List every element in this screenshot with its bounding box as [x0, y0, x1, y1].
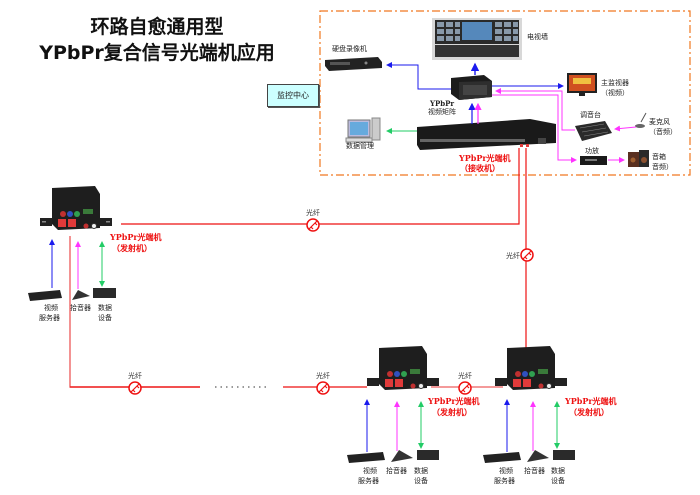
- pickup-icon: [72, 290, 90, 300]
- data-management-label: 数据管理: [346, 142, 374, 150]
- tx-middle-data-device-label-1: 数据: [414, 467, 428, 475]
- amplifier-label: 功放: [585, 147, 599, 155]
- tx-right-video-server-label-2: 服务器: [494, 477, 515, 485]
- speaker-icon: [628, 150, 649, 167]
- tx-right-data-device-label-2: 设备: [551, 477, 565, 485]
- tx-middle-video-server-label-1: 视频: [363, 467, 377, 475]
- speaker-label-line2: 音频）: [652, 163, 673, 171]
- tx-right-label-line2: （发射机）: [569, 407, 609, 417]
- fiber-ring: [69, 148, 527, 388]
- transmitter-unit-right: [483, 346, 575, 463]
- fiber-connector-icon: [306, 218, 320, 232]
- computer-icon: [345, 117, 381, 143]
- tx-left-data-device-label-2: 设备: [98, 314, 112, 322]
- mixer-label: 调音台: [580, 111, 601, 119]
- fiber-connector-icon: [520, 248, 534, 262]
- amplifier-icon: [580, 156, 607, 165]
- tx-right-pickup-label: 拾音器: [524, 467, 545, 475]
- data-device-icon: [93, 288, 116, 298]
- pickup-icon: [527, 450, 549, 462]
- video-server-icon: [483, 452, 521, 463]
- control-center-label: 监控中心: [267, 84, 319, 107]
- matrix-label-line1: YPbPr: [430, 99, 455, 108]
- fiber-label: 光纤: [128, 372, 142, 380]
- tx-middle-label-line2: （发射机）: [432, 407, 472, 417]
- tx-middle-data-device-label-2: 设备: [414, 477, 428, 485]
- tx-middle-pickup-label: 拾音器: [386, 467, 407, 475]
- fiber-connector-icon: [128, 381, 142, 395]
- signal-lines-control: [386, 62, 637, 163]
- fiber-connector-icon: [316, 381, 330, 395]
- receiver-rack-icon: [417, 119, 556, 150]
- diagram-title-line2: YPbPr复合信号光端机应用: [39, 42, 275, 64]
- video-wall-icon: [432, 18, 522, 60]
- control-center-border: [319, 10, 691, 176]
- fiber-connector-icon: [458, 381, 472, 395]
- tx-left-video-server-label-2: 服务器: [39, 314, 60, 322]
- video-matrix-icon: [451, 75, 492, 100]
- tx-left-pickup-label: 拾音器: [70, 304, 91, 312]
- tx-right-data-device-label-1: 数据: [551, 467, 565, 475]
- transmitter-device-icon: [367, 346, 439, 390]
- fiber-label: 光纤: [316, 372, 330, 380]
- data-device-icon: [417, 450, 439, 460]
- tx-right-video-server-label-1: 视频: [499, 467, 513, 475]
- transmitter-device-icon: [40, 186, 112, 230]
- tx-left-data-device-label-1: 数据: [98, 304, 112, 312]
- video-server-icon: [347, 452, 385, 463]
- tx-left-label-line2: （发射机）: [112, 243, 152, 253]
- matrix-label-line2: 视频矩阵: [428, 108, 456, 116]
- tx-left-label-line1: YPbPr光端机: [110, 232, 162, 242]
- fiber-label: 光纤: [506, 252, 520, 260]
- microphone-label-line1: 麦克风: [649, 118, 670, 126]
- fiber-line-top: [121, 148, 520, 225]
- video-server-icon: [28, 290, 62, 301]
- tx-middle-label-line1: YPbPr光端机: [428, 396, 480, 406]
- main-monitor-label-line1: 主监视器: [601, 79, 629, 87]
- main-monitor-label-line2: （视频）: [601, 89, 629, 97]
- microphone-icon: [635, 112, 647, 128]
- mixer-icon: [575, 121, 612, 141]
- receiver-label-line1: YPbPr光端机: [459, 153, 511, 163]
- tx-left-video-server-label-1: 视频: [44, 304, 58, 312]
- microphone-label-line2: （音频）: [649, 128, 677, 136]
- speaker-label-line1: 音箱: [652, 153, 666, 161]
- dvr-icon: [325, 57, 382, 71]
- transmitter-unit-middle: [347, 346, 439, 463]
- fiber-label: 光纤: [306, 209, 320, 217]
- diagram-title-line1: 环路自愈通用型: [90, 16, 224, 38]
- pickup-icon: [391, 450, 413, 462]
- data-device-icon: [553, 450, 575, 460]
- video-wall-label: 电视墙: [527, 33, 548, 41]
- tx-middle-video-server-label-2: 服务器: [358, 477, 379, 485]
- transmitter-device-icon: [495, 346, 567, 390]
- tx-right-label-line1: YPbPr光端机: [565, 396, 617, 406]
- receiver-label-line2: （接收机）: [460, 163, 500, 173]
- transmitter-unit-left: [28, 186, 116, 301]
- dvr-label: 硬盘录像机: [332, 45, 367, 53]
- fiber-label: 光纤: [458, 372, 472, 380]
- main-monitor-icon: [567, 73, 597, 96]
